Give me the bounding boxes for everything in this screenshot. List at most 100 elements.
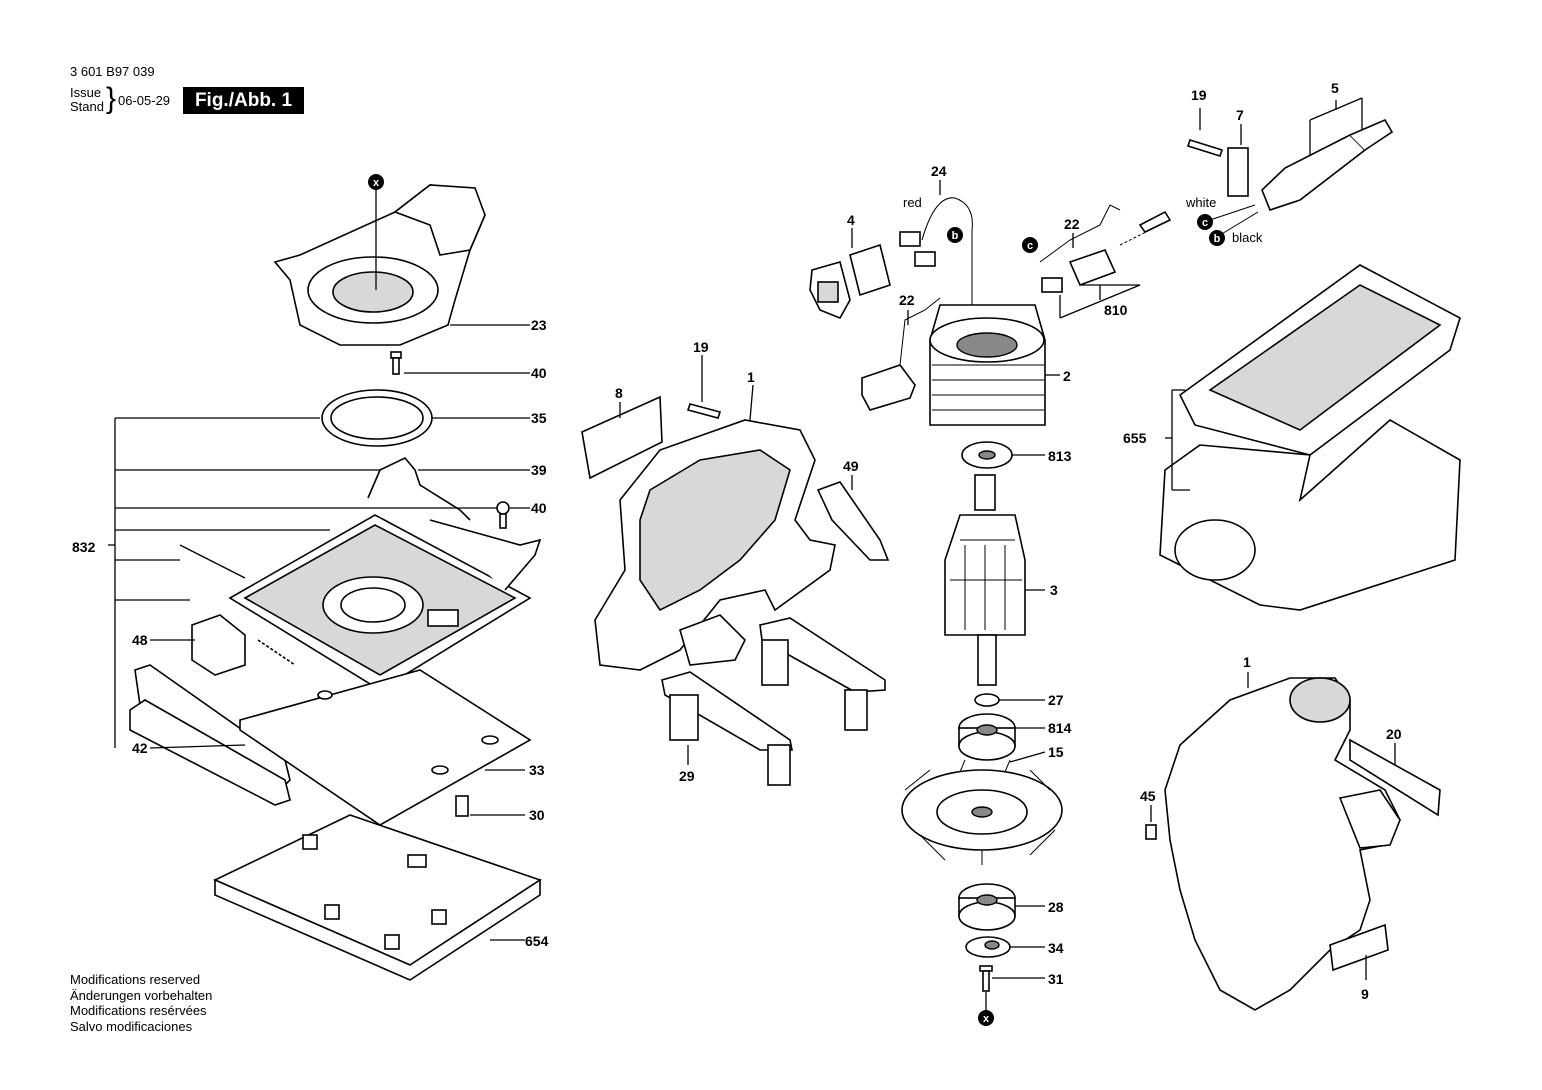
callout-20: 20 — [1386, 726, 1402, 742]
part-35-ring — [321, 389, 433, 447]
part-20-label — [1349, 738, 1441, 817]
callout-35: 35 — [531, 410, 547, 426]
figure-badge: Fig./Abb. 1 — [183, 87, 304, 114]
wire-label-black: black — [1232, 230, 1263, 245]
wire-connector-b — [914, 251, 936, 267]
issue-stand-label: Issue Stand — [70, 86, 104, 114]
callout-1-housing: 1 — [747, 369, 755, 385]
callout-48: 48 — [132, 632, 148, 648]
callout-8: 8 — [615, 385, 623, 401]
part-34-eccentric — [965, 936, 1011, 958]
part-30-screw — [455, 795, 469, 817]
bracket-655 — [1165, 389, 1190, 491]
part-19-screw-top — [1186, 139, 1224, 157]
bracket-5 — [1309, 97, 1363, 155]
callout-654: 654 — [525, 933, 549, 949]
cord-wires — [1209, 204, 1259, 236]
part-22-brush-holder-left — [861, 297, 941, 411]
wire-label-white: white — [1185, 195, 1216, 210]
svg-text:b: b — [952, 230, 959, 242]
part-15-fan — [901, 759, 1063, 865]
callout-22-left: 22 — [899, 292, 915, 308]
callout-42: 42 — [132, 740, 148, 756]
callout-27: 27 — [1048, 692, 1064, 708]
part-number: 3 601 B97 039 — [70, 64, 155, 79]
part-42-clamp-lower — [129, 699, 291, 806]
part-4-switch — [809, 243, 891, 320]
modifications-notice: Modifications reserved Änderungen vorbeh… — [70, 972, 212, 1034]
callout-31: 31 — [1048, 971, 1064, 987]
part-1-housing-half — [594, 419, 836, 671]
svg-text:c: c — [1027, 240, 1033, 252]
part-49-belt — [816, 481, 890, 561]
part-9-label — [1329, 923, 1389, 972]
brace-glyph: } — [106, 82, 117, 115]
part-40-screw-top — [390, 351, 402, 375]
svg-text:x: x — [983, 1013, 990, 1025]
footer-line-de: Änderungen vorbehalten — [70, 987, 213, 1003]
callout-45: 45 — [1140, 788, 1156, 804]
part-33-sanding-pad — [239, 669, 532, 826]
svg-text:b: b — [1214, 233, 1221, 245]
callout-1-assembled: 1 — [1243, 654, 1251, 670]
callout-5: 5 — [1331, 80, 1339, 96]
wire-connector-red — [899, 231, 921, 247]
part-31-screw — [979, 965, 993, 992]
callout-24: 24 — [931, 163, 947, 179]
part-23-dust-cover — [273, 184, 486, 346]
callout-19-housing: 19 — [693, 339, 709, 355]
part-22-brush-holder-right — [1039, 204, 1172, 293]
marker-b-cord: b — [1209, 230, 1225, 246]
part-40-screw-mid — [496, 501, 510, 529]
footer-line-en: Modifications reserved — [70, 972, 201, 987]
callout-4: 4 — [847, 212, 855, 228]
marker-x-bottom: x — [978, 1010, 994, 1026]
callout-832: 832 — [72, 539, 96, 555]
callout-30: 30 — [529, 807, 545, 823]
callout-22-right: 22 — [1064, 216, 1080, 232]
callout-810: 810 — [1104, 302, 1128, 318]
callout-28: 28 — [1048, 899, 1064, 915]
marker-c-cord: c — [1197, 214, 1213, 230]
footer-line-fr: Modifications resérvées — [70, 1003, 207, 1018]
marker-x-top: x — [368, 174, 384, 190]
bracket-810 — [1059, 284, 1141, 319]
callout-39: 39 — [531, 462, 547, 478]
part-45-pin — [1145, 824, 1157, 840]
part-655-dust-box — [1159, 264, 1461, 611]
part-39-clip — [367, 457, 471, 521]
part-28-bearing — [958, 883, 1016, 931]
part-8-label — [581, 395, 663, 480]
stand-label: Stand — [70, 99, 104, 114]
marker-b-switch: b — [947, 227, 963, 243]
issue-date: 06-05-29 — [118, 93, 171, 108]
part-29-feet — [661, 617, 886, 786]
wire-label-red: red — [903, 195, 922, 210]
callout-9: 9 — [1361, 986, 1369, 1002]
part-48-rubber-block — [191, 614, 296, 676]
callout-33: 33 — [529, 762, 545, 778]
part-1-assembled-sander — [1164, 677, 1401, 1011]
callout-49: 49 — [843, 458, 859, 474]
footer-line-es: Salvo modificaciones — [70, 1018, 193, 1034]
callout-15: 15 — [1048, 744, 1064, 760]
part-814-bearing — [958, 713, 1016, 761]
callout-3: 3 — [1050, 582, 1058, 598]
issue-label: Issue — [70, 85, 102, 100]
part-19-screw-housing — [686, 403, 722, 419]
part-832-base-assembly — [228, 514, 542, 691]
part-654-pad-plate — [213, 814, 542, 981]
part-3-armature — [944, 474, 1026, 686]
part-813-bearing — [961, 441, 1013, 469]
part-2-field-coil — [929, 304, 1046, 426]
callout-19-top: 19 — [1191, 87, 1207, 103]
part-5-power-cord — [1261, 118, 1394, 211]
callout-813: 813 — [1048, 448, 1072, 464]
callout-40-top: 40 — [531, 365, 547, 381]
part-27-circlip — [974, 693, 1000, 707]
part-7-cord-clamp — [1227, 147, 1249, 197]
svg-text:c: c — [1202, 217, 1208, 229]
callout-40-mid: 40 — [531, 500, 547, 516]
marker-c-coil: c — [1022, 237, 1038, 253]
